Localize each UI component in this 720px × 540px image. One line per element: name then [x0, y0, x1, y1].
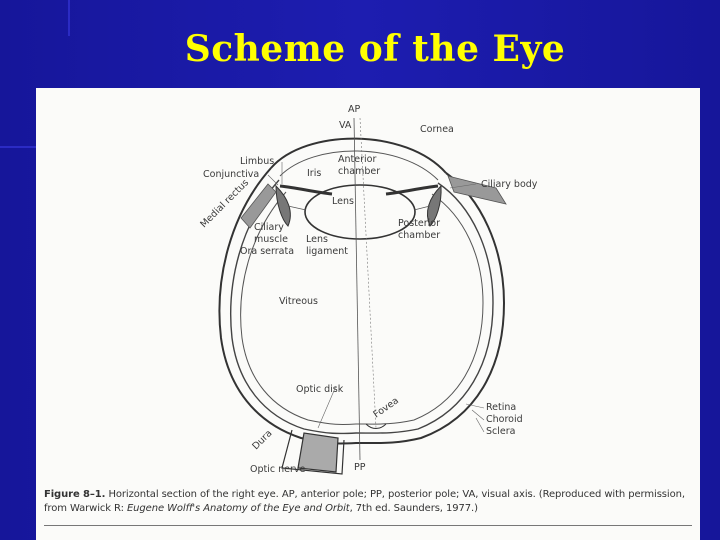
label-pp: PP [354, 462, 366, 473]
label-optic-nerve: Optic nerve [250, 464, 306, 475]
cornea-inner [279, 150, 439, 181]
sclera-outline [218, 167, 506, 445]
caption-text-end: , 7th ed. Saunders, 1977.) [349, 503, 478, 514]
label-dura: Dura [250, 428, 274, 452]
leader-line [449, 183, 477, 189]
eye-figure: AP VA Cornea Limbus Conjunctiva Anterior… [36, 88, 700, 540]
iris-right [385, 184, 439, 196]
label-optic-disk: Optic disk [296, 384, 344, 395]
label-vitreous: Vitreous [279, 296, 318, 307]
retina-outline [240, 191, 484, 425]
ciliary-body-right [427, 184, 442, 227]
caption-book: Eugene Wolff's Anatomy of the Eye and Or… [126, 503, 350, 514]
lens [304, 184, 416, 240]
label-lens-word: Lens [306, 234, 328, 245]
label-ora-serrata: Ora serrata [240, 246, 294, 257]
label-muscle: muscle [254, 234, 288, 245]
decorative-line [0, 146, 36, 148]
leader-line [475, 417, 485, 433]
label-conjunctiva: Conjunctiva [203, 169, 259, 180]
label-cornea: Cornea [420, 124, 454, 135]
lens-ligament [287, 205, 307, 211]
eye-diagram: AP VA Cornea Limbus Conjunctiva Anterior… [198, 104, 538, 475]
visual-axis [353, 117, 361, 461]
iris-left [279, 184, 333, 196]
label-choroid: Choroid [486, 414, 523, 425]
medial-rectus [240, 183, 277, 229]
optic-nerve [297, 432, 339, 473]
label-chamber: chamber [338, 166, 380, 177]
label-fovea: Fovea [371, 395, 400, 420]
caption-rule [44, 525, 692, 526]
fovea-pit [365, 423, 387, 429]
label-va: VA [339, 120, 352, 131]
lateral-muscle [447, 175, 507, 205]
dura-sheath [281, 429, 345, 475]
label-retina: Retina [486, 402, 516, 413]
label-limbus: Limbus [240, 156, 274, 167]
label-posterior-chamber: chamber [398, 230, 440, 241]
caption-number: Figure 8–1. [44, 489, 106, 500]
label-sclera: Sclera [486, 426, 515, 437]
figure-caption: Figure 8–1. Horizontal section of the ri… [44, 488, 698, 516]
ciliary-body-left [275, 184, 291, 227]
slide-title: Scheme of the Eye [184, 28, 566, 70]
label-iris: Iris [307, 168, 321, 179]
leader-line [465, 403, 485, 409]
label-anterior: Anterior [338, 154, 376, 165]
choroid-outline [230, 179, 494, 435]
lens-ligament [413, 205, 431, 211]
label-ap: AP [348, 104, 360, 115]
label-ciliary: Ciliary [254, 222, 284, 233]
label-posterior: Posterior [398, 218, 440, 229]
cornea [270, 137, 447, 174]
label-ciliary-body: Ciliary body [481, 179, 538, 190]
label-lens: Lens [332, 196, 354, 207]
label-medial-rectus: Medial rectus [198, 177, 251, 230]
label-ligament: ligament [306, 246, 348, 257]
leader-line [471, 409, 485, 421]
leader-line [267, 174, 279, 186]
decorative-line [68, 0, 70, 36]
caption-text: Horizontal section of the right eye. AP,… [44, 489, 685, 514]
leader-line [317, 385, 337, 429]
